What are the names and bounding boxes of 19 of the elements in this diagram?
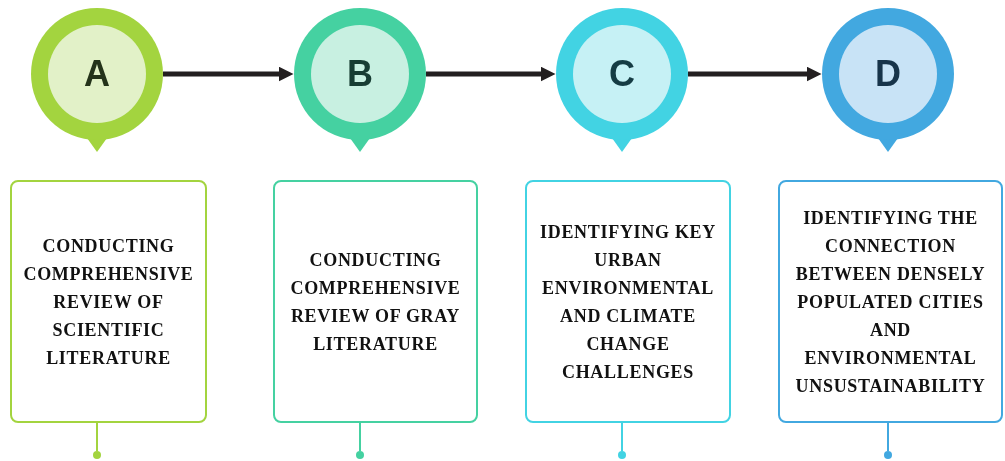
connector-line <box>887 422 889 452</box>
connector-line <box>359 422 361 452</box>
step-box <box>10 180 207 423</box>
step-box <box>778 180 1003 423</box>
step-letter: C <box>609 56 635 92</box>
connector-line <box>621 422 623 452</box>
step-letter: D <box>875 56 901 92</box>
step-letter: B <box>347 56 373 92</box>
step-description: CONDUCTING COMPREHENSIVE REVIEW OF SCIENTIFIC LITERATURE <box>22 234 195 370</box>
step-box <box>273 180 478 423</box>
connector-line <box>96 422 98 452</box>
arrow <box>688 66 822 82</box>
step-description: IDENTIFYING THE CONNECTION BETWEEN DENSELY POPULATED CITIES AND ENVIRONMENTAL UNSUSTAINABILITY <box>794 206 987 398</box>
arrow <box>426 66 556 82</box>
step-box <box>525 180 731 423</box>
arrow <box>163 66 294 82</box>
step-description: IDENTIFYING KEY URBAN ENVIRONMENTAL AND CLIMATE CHANGE CHALLENGES <box>539 220 717 384</box>
step-description: CONDUCTING COMPREHENSIVE REVIEW OF GRAY LITERATURE <box>289 248 462 356</box>
step-letter: A <box>84 56 110 92</box>
